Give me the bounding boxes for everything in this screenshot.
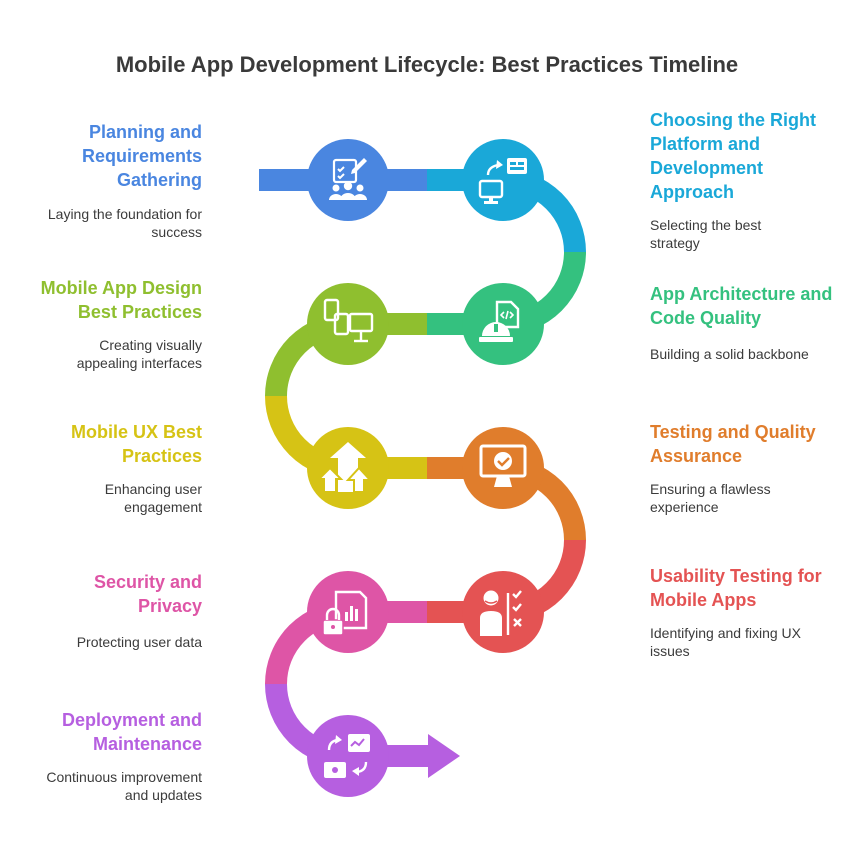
step-4-title: Mobile App Design Best Practices: [40, 278, 202, 322]
step-8-title: Security and Privacy: [93, 572, 202, 616]
step-1-description: Laying the foundation for success: [47, 206, 202, 240]
user-checklist-icon: [480, 590, 522, 636]
step-2-description: Selecting the best strategy: [650, 217, 762, 251]
design-devices-icon: [323, 298, 374, 343]
step-4-description: Creating visually appealing interfaces: [76, 337, 202, 371]
step-2-title: Choosing the Right Platform and Developm…: [650, 110, 816, 202]
step-1-title: Planning and Requirements Gathering: [81, 122, 202, 190]
step-9-circle: [307, 715, 389, 797]
step-6-title: Testing and Quality Assurance: [650, 422, 816, 466]
step-5-title: Mobile UX Best Practices: [70, 422, 202, 466]
monitor-check-icon: [479, 444, 527, 487]
step-7-circle: [462, 571, 544, 653]
code-construction-icon: [479, 300, 520, 342]
step-9-description: Continuous improvement and updates: [46, 769, 202, 803]
step-2-circle: [462, 139, 544, 221]
step-5-description: Enhancing user engagement: [104, 481, 202, 515]
step-8-description: Protecting user data: [76, 634, 202, 650]
step-6-description: Ensuring a flawless experience: [650, 481, 771, 515]
secure-report-icon: [322, 590, 368, 636]
step-7-description: Identifying and fixing UX issues: [650, 625, 801, 659]
growth-arrows-icon: [316, 442, 373, 493]
step-3-title: App Architecture and Code Quality: [650, 284, 833, 328]
step-9-title: Deployment and Maintenance: [61, 710, 202, 754]
planning-team-icon: [329, 158, 367, 200]
platform-devices-icon: [478, 158, 527, 204]
page-title: Mobile App Development Lifecycle: Best P…: [115, 52, 739, 77]
deploy-cycle-icon: [324, 734, 370, 778]
step-1-circle: [307, 139, 389, 221]
end-arrow-head: [428, 734, 460, 778]
step-3-description: Building a solid backbone: [650, 346, 809, 362]
step-7-title: Usability Testing for Mobile Apps: [650, 566, 822, 610]
